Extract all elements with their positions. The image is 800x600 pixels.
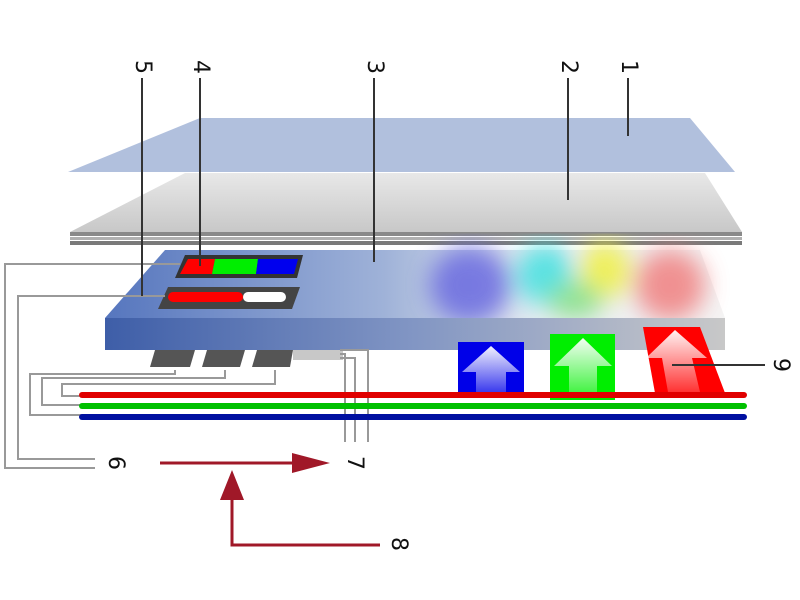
rgb-subpixel-block [175, 255, 303, 278]
control-wires [4, 263, 369, 469]
label-3: 3 [362, 60, 387, 74]
label-2: 2 [556, 60, 581, 74]
leader-lines [141, 78, 765, 366]
red-led [643, 327, 725, 393]
signal-arrows [160, 453, 380, 547]
blue-led [458, 342, 524, 394]
green-led [550, 334, 615, 400]
brightness-bar-block [158, 287, 300, 309]
layer-1-polarizer [68, 118, 735, 172]
label-5: 5 [130, 60, 155, 74]
label-7: 7 [342, 456, 367, 470]
label-8: 8 [386, 537, 411, 551]
label-4: 4 [188, 60, 213, 74]
label-1: 1 [616, 60, 641, 74]
layer-2-glass [70, 173, 742, 245]
label-9: 9 [768, 358, 793, 372]
label-6: 6 [103, 456, 128, 470]
driver-chips [150, 350, 343, 367]
